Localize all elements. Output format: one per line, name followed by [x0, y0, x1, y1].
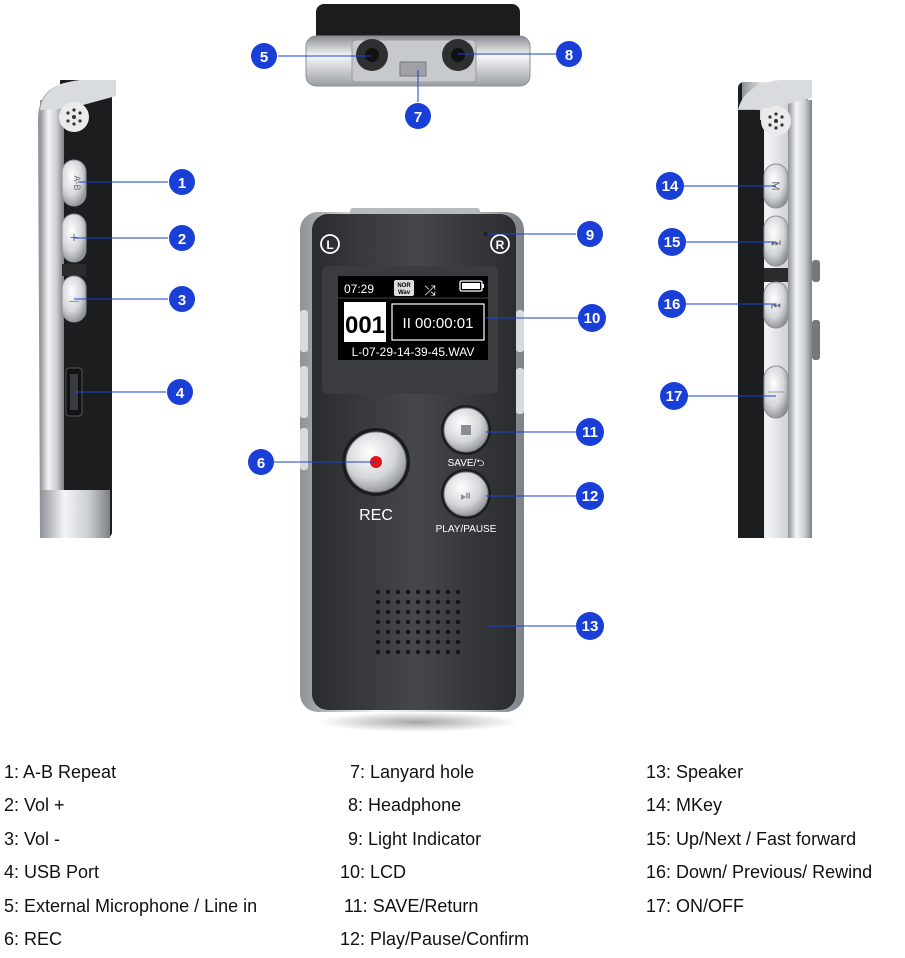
- callout-10: 10: [578, 304, 606, 332]
- legend-item: 9: Light Indicator: [348, 828, 482, 849]
- svg-text:16: 16: [664, 296, 681, 313]
- next-icon: ⏭: [771, 237, 781, 249]
- stop-icon: [461, 425, 471, 435]
- right-channel-label: R: [496, 238, 505, 252]
- play-pause-icon: ⏯: [460, 488, 471, 504]
- svg-text:10: 10: [584, 310, 601, 327]
- plus-icon: +: [70, 229, 78, 245]
- legend-item: 11: SAVE/Return: [344, 895, 479, 916]
- callout-2: 2: [169, 225, 195, 251]
- callout-12: 12: [576, 482, 604, 510]
- legend-column-1: 1: A-B Repeat 2: Vol + 3: Vol - 4: USB P…: [4, 758, 257, 958]
- callout-4: 4: [167, 379, 193, 405]
- left-channel-label: L: [326, 238, 333, 252]
- svg-text:6: 6: [257, 455, 265, 472]
- microphone-icon: [66, 108, 82, 126]
- legend-item: 4: USB Port: [4, 862, 100, 883]
- callout-lines: [74, 53, 776, 627]
- lcd-file-number: 001: [345, 312, 385, 339]
- play-pause-button[interactable]: [443, 471, 489, 517]
- lcd-elapsed: II 00:00:01: [403, 315, 474, 332]
- callout-badges: 1 2 3 4 5 6 7 8 9 10 11 12 13 14 15 16 1…: [167, 41, 688, 640]
- shuffle-icon: ⤮: [424, 283, 435, 299]
- ab-button-label: A-B: [72, 175, 82, 190]
- play-pause-label: PLAY/PAUSE: [436, 524, 497, 535]
- legend-item: 15: Up/Next / Fast forward: [646, 828, 857, 849]
- legend-item: 2: Vol +: [4, 795, 65, 816]
- svg-text:8: 8: [565, 47, 573, 64]
- svg-text:3: 3: [178, 292, 186, 309]
- svg-text:4: 4: [176, 385, 185, 402]
- callout-3: 3: [169, 286, 195, 312]
- legend-item: 8: Headphone: [348, 795, 462, 816]
- next-button[interactable]: [763, 215, 789, 267]
- speaker-grille: [375, 589, 461, 655]
- previous-button[interactable]: [763, 281, 789, 329]
- lcd-time: 07:29: [344, 282, 374, 296]
- device-diagram: A-B + — M ⏭ ⏮: [38, 4, 820, 732]
- svg-text:12: 12: [582, 488, 599, 505]
- callout-15: 15: [658, 228, 686, 256]
- legend: 1: A-B Repeat 2: Vol + 3: Vol - 4: USB P…: [0, 758, 905, 952]
- lcd-mode-bottom: Wav: [398, 290, 411, 296]
- callout-8: 8: [556, 41, 582, 67]
- legend-item: 6: REC: [4, 928, 63, 949]
- callout-6: 6: [248, 449, 274, 475]
- legend-item: 1: A-B Repeat: [4, 762, 117, 782]
- minus-icon: —: [69, 296, 79, 307]
- callout-13: 13: [576, 612, 604, 640]
- svg-text:14: 14: [662, 178, 679, 195]
- callout-17: 17: [660, 382, 688, 410]
- previous-icon: ⏮: [771, 301, 781, 313]
- svg-text:1: 1: [178, 175, 186, 192]
- ab-repeat-button[interactable]: [61, 159, 87, 207]
- legend-column-3: 13: Speaker 14: MKey 15: Up/Next / Fast …: [646, 758, 872, 925]
- legend-item: 7: Lanyard hole: [350, 762, 475, 782]
- legend-item: 10: LCD: [340, 862, 407, 883]
- right-side-view: M ⏭ ⏮: [738, 80, 820, 538]
- rec-label: REC: [359, 507, 393, 524]
- save-label: SAVE/⮌: [448, 458, 485, 469]
- lcd-mode-top: NOR: [397, 283, 411, 289]
- legend-item: 5: External Microphone / Line in: [4, 895, 258, 916]
- callout-7: 7: [405, 103, 431, 129]
- callout-11: 11: [576, 418, 604, 446]
- legend-column-2: 7: Lanyard hole 8: Headphone 9: Light In…: [340, 758, 529, 958]
- svg-text:5: 5: [260, 49, 268, 66]
- svg-text:17: 17: [666, 388, 683, 405]
- lanyard-hole: [399, 61, 427, 77]
- legend-item: 14: MKey: [646, 795, 723, 816]
- svg-text:2: 2: [178, 231, 186, 248]
- legend-item: 17: ON/OFF: [646, 895, 745, 916]
- battery-icon: [459, 280, 484, 292]
- legend-item: 13: Speaker: [646, 762, 744, 782]
- callout-5: 5: [251, 43, 277, 69]
- legend-item: 12: Play/Pause/Confirm: [340, 928, 530, 949]
- svg-text:7: 7: [414, 109, 422, 126]
- front-view: L R 07:29 NOR Wav ⤮ 001 II 00:00:01 L-07…: [300, 208, 524, 732]
- legend-item: 16: Down/ Previous/ Rewind: [646, 862, 873, 883]
- svg-text:13: 13: [582, 618, 599, 635]
- callout-9: 9: [577, 221, 603, 247]
- callout-16: 16: [658, 290, 686, 318]
- microphone-icon: [768, 112, 784, 130]
- callout-1: 1: [169, 169, 195, 195]
- svg-text:11: 11: [582, 424, 598, 441]
- svg-text:15: 15: [664, 234, 681, 251]
- lcd-filename: L-07-29-14-39-45.WAV: [352, 345, 475, 359]
- top-view: [305, 4, 531, 87]
- left-side-view: A-B + —: [38, 80, 116, 538]
- callout-14: 14: [656, 172, 684, 200]
- svg-text:9: 9: [586, 227, 594, 244]
- legend-item: 3: Vol -: [4, 828, 61, 849]
